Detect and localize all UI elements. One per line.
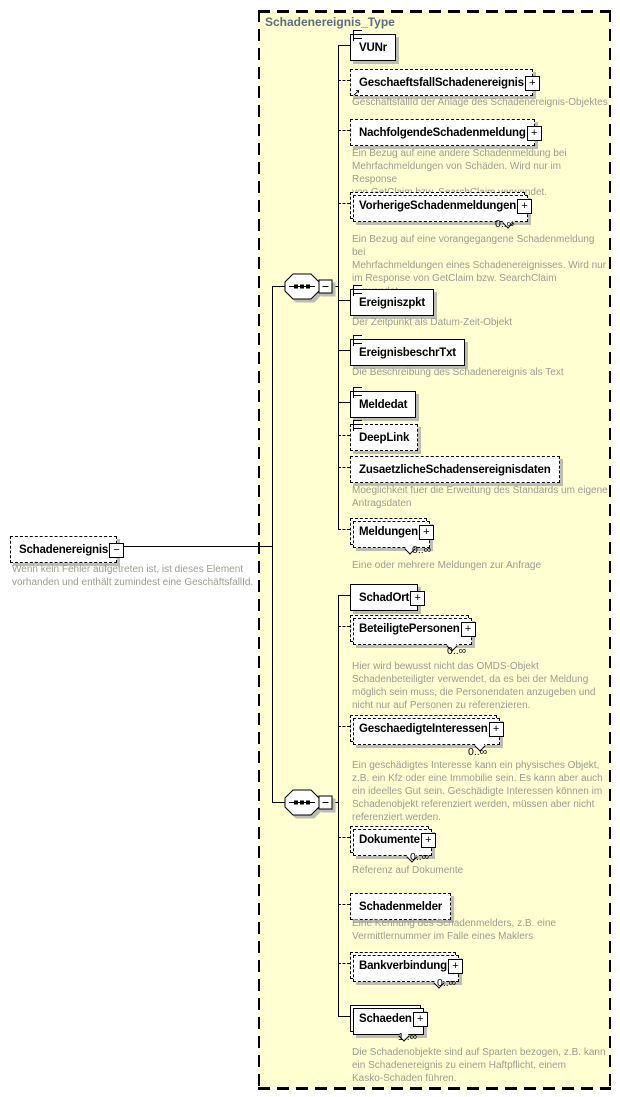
element-node-schadenereignis[interactable]: Schadenereignis − [10, 536, 125, 563]
cardinality-label: 0..∞ [410, 851, 430, 863]
connector-line [338, 402, 350, 403]
connector-line [338, 467, 350, 468]
element-name: Dokumente [359, 834, 420, 846]
connector-line [338, 45, 350, 46]
container-border-top [258, 10, 611, 13]
connector-line [338, 963, 350, 964]
element-annotation: Der Zeitpunkt als Datum-Zeit-Objekt [352, 317, 513, 328]
element-node-vunr[interactable]: VUNr [350, 30, 396, 61]
connector-line [338, 435, 350, 436]
expand-icon[interactable]: + [418, 524, 434, 540]
element-annotation: Die Beschreibung des Schadenereignis als… [352, 367, 564, 378]
connector-line [338, 904, 350, 905]
expand-icon[interactable]: + [526, 125, 542, 141]
text-content-icon [353, 335, 362, 346]
collapse-icon[interactable]: − [109, 542, 125, 558]
element-node-schadort[interactable]: SchadOrt + [350, 584, 426, 611]
expand-icon[interactable]: + [517, 198, 533, 214]
element-node-geschaeftsfallschadenereignis[interactable]: ↗ GeschaeftsfallSchadenereignis + [350, 69, 540, 99]
connector-line [115, 546, 272, 547]
sequence-compositor-icon[interactable] [284, 789, 333, 816]
element-node-deeplink[interactable]: DeepLink [350, 420, 419, 451]
element-name: Schadenereignis [19, 544, 109, 556]
element-name: Bankverbindung [359, 960, 447, 972]
element-name: Meldungen [359, 526, 418, 538]
complex-type-title: Schadenereignis_Type [265, 15, 395, 29]
element-node-vorherigeschadenmeldungen[interactable]: VorherigeSchadenmeldungen + [350, 192, 533, 229]
element-node-meldedat[interactable]: Meldedat [350, 387, 417, 418]
connector-line [338, 203, 350, 204]
text-content-icon [353, 30, 362, 41]
element-name: Schadenmelder [359, 901, 443, 913]
element-name: VorherigeSchadenmeldungen [359, 200, 517, 212]
element-annotation: Eine Kennung des Schadenmelders, z.B. ei… [352, 918, 557, 942]
expand-icon[interactable]: + [410, 590, 426, 606]
expand-icon[interactable]: + [447, 958, 463, 974]
element-node-schaeden[interactable]: Schaeden + [350, 1005, 428, 1042]
expand-icon[interactable]: + [420, 832, 436, 848]
element-annotation: Wenn kein Fehler aufgetreten ist, ist di… [12, 564, 254, 588]
element-name: VUNr [359, 42, 387, 54]
expand-icon[interactable]: + [412, 1011, 428, 1027]
element-name: NachfolgendeSchadenmeldung [359, 127, 526, 139]
connector-line [338, 45, 339, 529]
element-node-ereignisbeschrtxt[interactable]: EreignisbeschrTxt [350, 335, 465, 366]
connector-line [338, 529, 350, 530]
element-node-nachfolgendeschadenmeldung[interactable]: NachfolgendeSchadenmeldung + [350, 119, 542, 146]
cardinality-label: 1..∞ [398, 1031, 418, 1043]
cardinality-label: 0..∞ [447, 645, 467, 657]
connector-line [272, 286, 273, 803]
element-node-geschaedigteinteressen[interactable]: GeschaedigteInteressen + [350, 715, 504, 752]
connector-line [338, 595, 339, 1016]
element-ref-icon: ↗ [352, 88, 361, 99]
element-name: SchadOrt [359, 592, 410, 604]
element-annotation: Ein geschädigtes Interesse kann ein phys… [352, 760, 603, 823]
connector-line [338, 130, 350, 131]
element-node-ereigniszpkt[interactable]: Ereigniszpkt [350, 285, 434, 316]
element-node-zusaetzlicheschadensereignisdaten[interactable]: ZusaetzlicheSchadensereignisdaten [350, 456, 560, 483]
element-node-dokumente[interactable]: Dokumente + [350, 826, 436, 863]
connector-line [338, 595, 350, 596]
element-annotation: GeschäftsfallId der Anlage des Schadener… [352, 97, 608, 108]
cardinality-label: 0..∞ [412, 544, 432, 556]
element-name: DeepLink [359, 432, 410, 444]
sequence-compositor-icon[interactable] [284, 273, 333, 300]
element-name: Schaeden [359, 1013, 412, 1025]
connector-line [338, 726, 350, 727]
text-content-icon [353, 285, 362, 296]
connector-line [338, 1016, 350, 1017]
element-node-schadenmelder[interactable]: Schadenmelder [350, 893, 452, 920]
container-border-bottom [258, 1087, 611, 1090]
container-border-right [609, 10, 611, 1090]
container-border-left [258, 10, 260, 1090]
connector-line [338, 300, 350, 301]
cardinality-label: 0..∞ [468, 746, 488, 758]
text-content-icon [353, 387, 362, 398]
element-name: Meldedat [359, 399, 408, 411]
element-name: ZusaetzlicheSchadensereignisdaten [359, 464, 551, 476]
element-node-bankverbindung[interactable]: Bankverbindung + [350, 952, 463, 989]
element-annotation: Moeglichkeit fuer die Erweitung des Stan… [352, 485, 608, 509]
text-content-icon [353, 420, 362, 431]
element-name: BeteiligtePersonen [359, 623, 460, 635]
cardinality-label: 0..∞ [495, 218, 515, 230]
element-name: Ereigniszpkt [359, 297, 425, 309]
element-annotation: Hier wird bewusst nicht das OMDS-Objekt … [352, 661, 596, 711]
element-name: EreignisbeschrTxt [359, 347, 456, 359]
expand-icon[interactable]: + [524, 75, 540, 91]
element-annotation: Referenz auf Dokumente [352, 865, 464, 876]
expand-icon[interactable]: + [488, 721, 504, 737]
element-annotation: Die Schadenobjekte sind auf Sparten bezo… [352, 1047, 606, 1084]
connector-line [338, 626, 350, 627]
element-name: GeschaedigteInteressen [359, 723, 488, 735]
expand-icon[interactable]: + [460, 621, 476, 637]
element-node-meldungen[interactable]: Meldungen + [350, 518, 434, 555]
connector-line [338, 80, 350, 81]
element-name: GeschaeftsfallSchadenereignis [359, 77, 524, 89]
cardinality-label: 0..∞ [437, 977, 457, 989]
element-node-beteiligtepersonen[interactable]: BeteiligtePersonen + [350, 615, 476, 652]
connector-line [338, 350, 350, 351]
element-annotation: Eine oder mehrere Meldungen zur Anfrage [352, 560, 542, 571]
connector-line [338, 837, 350, 838]
